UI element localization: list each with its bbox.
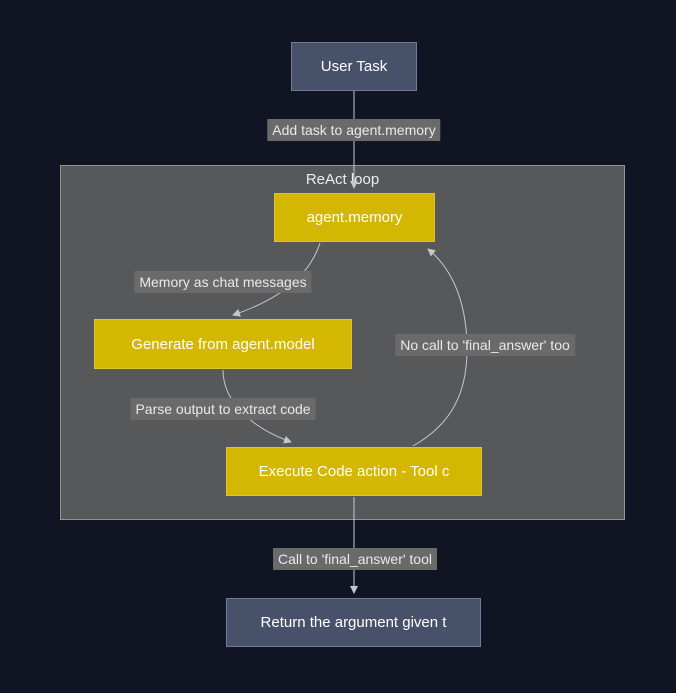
node-return-argument: Return the argument given t — [226, 598, 481, 647]
edge-label-add-task-to-memory: Add task to agent.memory — [267, 119, 441, 141]
edge-label-no-final-answer-call: No call to 'final_answer' too — [395, 334, 575, 356]
node-execute-code-action: Execute Code action - Tool c — [226, 447, 482, 496]
node-agent-memory: agent.memory — [274, 193, 435, 242]
edge-label-memory-as-chat-messages: Memory as chat messages — [134, 271, 312, 293]
node-generate-from-agent-model: Generate from agent.model — [94, 319, 352, 369]
node-user-task: User Task — [291, 42, 417, 91]
react-loop-title: ReAct loop — [305, 171, 380, 188]
edge-label-call-final-answer: Call to 'final_answer' tool — [273, 548, 437, 570]
edge-label-parse-output: Parse output to extract code — [130, 398, 316, 420]
